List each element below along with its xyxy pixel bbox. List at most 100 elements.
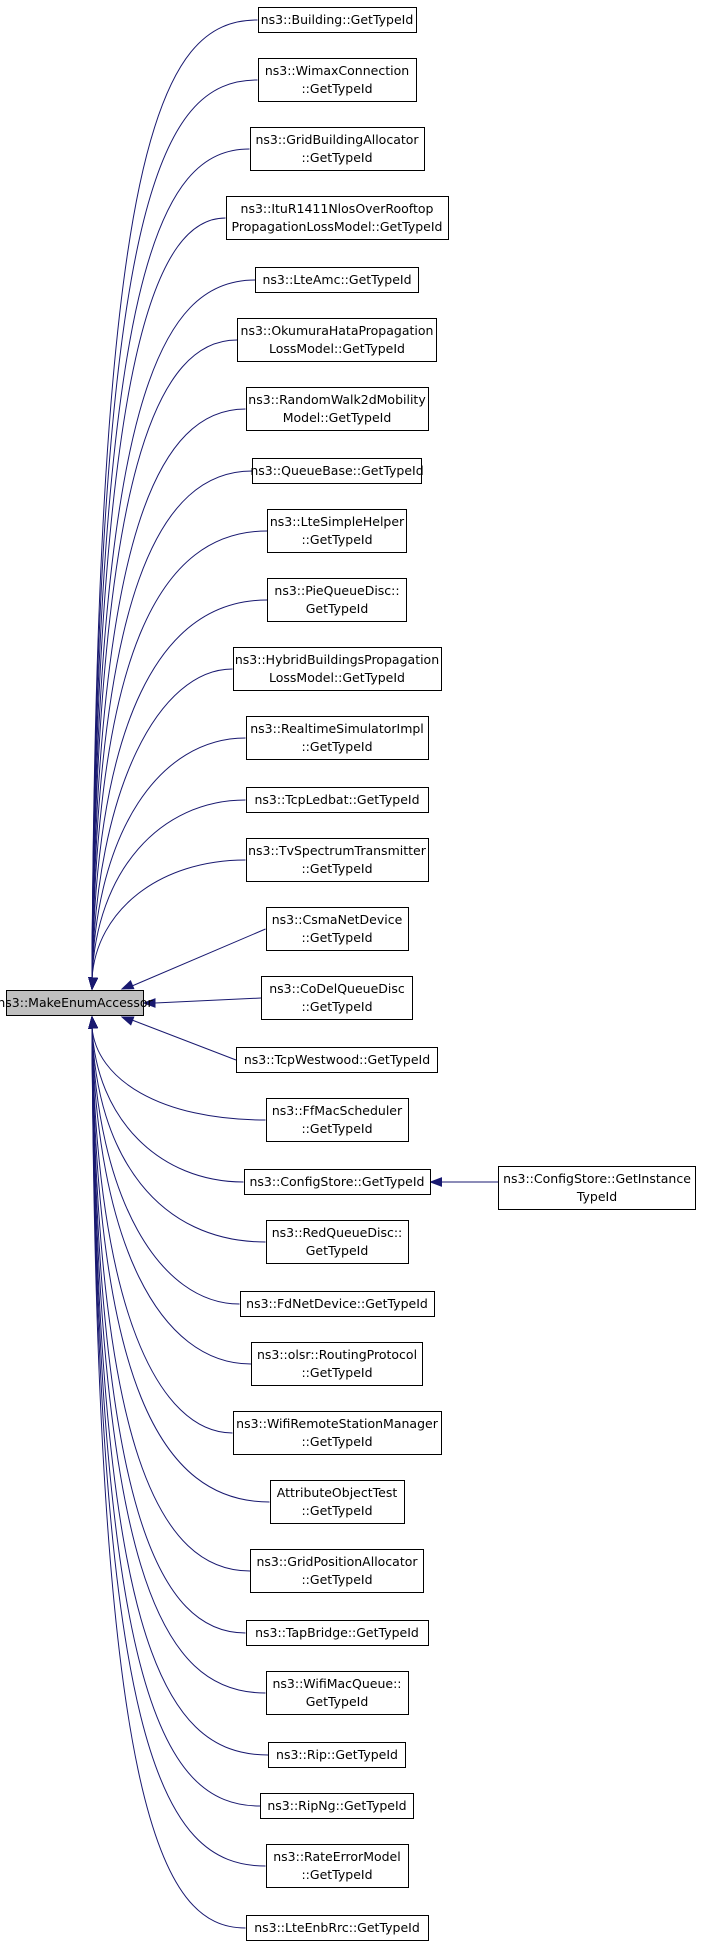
arrowhead-config-store-get-type-id [429,1177,442,1187]
edge-ns3-tcpledbat-gettypeid-to-root [91,799,246,980]
node-label-line: ::GetTypeId [301,861,373,876]
node-label-line: TypeId [576,1189,618,1204]
edge-ns3-ltesimplehelper-gettypeid-to-root [91,530,268,980]
node-label-line: ns3::TapBridge::GetTypeId [255,1625,419,1640]
node-label-line: ns3::ConfigStore::GetInstance [503,1171,691,1186]
caller-node-ns3-wimaxconnection-gettypeid[interactable]: ns3::WimaxConnection::GetTypeId [257,58,417,102]
arrowhead-ns3-tvspectrumtransmitter-gettypeid [88,977,99,991]
arrowhead-ns3-codelqueuedisc-gettypeid [142,998,156,1008]
edge-ns3-rateerrormodel-gettypeid-to-root [91,1026,266,1867]
caller-node-ns3-rateerrormodel-gettypeid[interactable]: ns3::RateErrorModel::GetTypeId [265,1844,409,1888]
node-label-line: ns3::LteAmc::GetTypeId [262,272,412,287]
node-label-line: LossModel::GetTypeId [269,341,405,356]
caller-node-ns3-ripng-gettypeid[interactable]: ns3::RipNg::GetTypeId [260,1793,414,1819]
node-label-line: ns3::RedQueueDisc:: [271,1225,403,1240]
node-label-line: ns3::WifiRemoteStationManager [236,1416,438,1431]
caller-node-ns3-gridbuildingallocator-gettypeid[interactable]: ns3::GridBuildingAllocator::GetTypeId [249,127,425,171]
edge-ns3-ffmacscheduler-gettypeid-to-root [91,1026,266,1121]
node-label-line: ::GetTypeId [301,930,373,945]
caller-node-ns3-csmanetdevice-gettypeid[interactable]: ns3::CsmaNetDevice::GetTypeId [265,907,409,951]
node-label-line: ::GetTypeId [301,532,373,547]
node-label-line: ::GetTypeId [301,1121,373,1136]
node-label-line: ns3::RandomWalk2dMobility [248,392,426,407]
node-label-line: ns3::Rip::GetTypeId [276,1747,398,1762]
caller-node-ns3-realtimesimulatorimpl-gettypeid[interactable]: ns3::RealtimeSimulatorImpl::GetTypeId [245,716,429,760]
edge-ns3-tvspectrumtransmitter-gettypeid-to-root [91,859,246,980]
caller-node-ns3-ltesimplehelper-gettypeid[interactable]: ns3::LteSimpleHelper::GetTypeId [267,509,407,553]
edge-ns3-configstore-gettypeid-to-root [91,1026,244,1183]
node-label-line: ns3::LteSimpleHelper [269,514,405,529]
caller-node-ns3-queuebase-gettypeid[interactable]: ns3::QueueBase::GetTypeId [250,458,424,484]
caller-node-ns3-redqueuedisc-gettypeid[interactable]: ns3::RedQueueDisc::GetTypeId [265,1220,409,1264]
caller-node-ns3-tapbridge-gettypeid[interactable]: ns3::TapBridge::GetTypeId [245,1620,429,1646]
node-label-line: ::GetTypeId [301,1867,373,1882]
node-label-line: GetTypeId [305,601,369,616]
node-label-line: ns3::WifiMacQueue:: [272,1676,402,1691]
node-label-line: ns3::PieQueueDisc:: [274,583,400,598]
node-label-line: GetTypeId [305,1694,369,1709]
node-label-line: ns3::RateErrorModel [273,1849,401,1864]
arrowhead-ns3-lteenbrrc-gettypeid [88,1015,99,1029]
node-label-line: ns3::QueueBase::GetTypeId [250,463,424,478]
node-label-line: ns3::Building::GetTypeId [260,12,414,27]
node-label-line: ns3::GridBuildingAllocator [255,132,419,147]
caller-node-ns3-configstore-gettypeid[interactable]: ns3::ConfigStore::GetTypeId [243,1169,431,1195]
node-label-line: ns3::TcpLedbat::GetTypeId [254,792,420,807]
edge-ns3-csmanetdevice-gettypeid-to-root [131,928,266,987]
caller-node-ns3-lteenbrrc-gettypeid[interactable]: ns3::LteEnbRrc::GetTypeId [245,1915,429,1941]
caller-node-ns3-tcpledbat-gettypeid[interactable]: ns3::TcpLedbat::GetTypeId [245,787,429,813]
node-label-line: ns3::FdNetDevice::GetTypeId [246,1296,428,1311]
caller-node-ns3-olsr-routingprotocol-gettypeid[interactable]: ns3::olsr::RoutingProtocol::GetTypeId [251,1342,423,1386]
node-label-line: ns3::CoDelQueueDisc [269,981,405,996]
node-label-line: ns3::TvSpectrumTransmitter [248,843,426,858]
edge-ns3-randomwalk2dmobilitymodel-gettypeid-to-root [91,408,246,980]
caller-node-ns3-ffmacscheduler-gettypeid[interactable]: ns3::FfMacScheduler::GetTypeId [265,1098,409,1142]
caller-node-attributeobjecttest-gettypeid[interactable]: AttributeObjectTest::GetTypeId [269,1480,405,1524]
node-label-line: ::GetTypeId [301,999,373,1014]
caller-node-ns3-codelqueuedisc-gettypeid[interactable]: ns3::CoDelQueueDisc::GetTypeId [261,976,413,1020]
caller-node-ns3-fdnetdevice-gettypeid[interactable]: ns3::FdNetDevice::GetTypeId [239,1291,435,1317]
node-label-line: ::GetTypeId [301,1503,373,1518]
edge-ns3-building-gettypeid-to-root [91,19,258,980]
node-label-line: ns3::GridPositionAllocator [256,1554,418,1569]
node-label-line: ::GetTypeId [301,1365,373,1380]
edge-ns3-rip-gettypeid-to-root [91,1026,269,1756]
arrowhead-ns3-tcpwestwood-gettypeid [120,1016,135,1026]
node-label-line: ns3::FfMacScheduler [271,1103,403,1118]
caller-node-ns3-wifimacqueue-gettypeid[interactable]: ns3::WifiMacQueue::GetTypeId [265,1671,409,1715]
edge-ns3-fdnetdevice-gettypeid-to-root [91,1026,240,1305]
caller-node-ns3-lteamc-gettypeid[interactable]: ns3::LteAmc::GetTypeId [255,267,419,293]
arrowhead-ns3-csmanetdevice-gettypeid [120,980,135,990]
node-label-line: GetTypeId [305,1243,369,1258]
edge-ns3-wifiremotestationmanager-gettypeid-to-root [91,1026,233,1434]
edge-ns3-lteenbrrc-gettypeid-to-root [91,1026,246,1929]
edge-ns3-itur1411nlosoverrooftoppropagationlossmodel-gettypeid-to-root [91,217,226,980]
caller-node-ns3-wifiremotestationmanager-gettypeid[interactable]: ns3::WifiRemoteStationManager::GetTypeId [232,1411,442,1455]
node-label-line: ::GetTypeId [301,81,373,96]
caller-node-ns3-rip-gettypeid[interactable]: ns3::Rip::GetTypeId [268,1742,406,1768]
caller-node-ns3-tvspectrumtransmitter-gettypeid[interactable]: ns3::TvSpectrumTransmitter::GetTypeId [245,838,429,882]
node-label-line: ns3::MakeEnumAccessor [0,995,153,1010]
node-label-line: ::GetTypeId [301,150,373,165]
caller-node-ns3-piequeuedisc-gettypeid[interactable]: ns3::PieQueueDisc::GetTypeId [267,578,407,622]
node-label-line: ns3::LteEnbRrc::GetTypeId [254,1920,420,1935]
node-label-line: ns3::RealtimeSimulatorImpl [250,721,424,736]
node-label-line: ns3::OkumuraHataPropagation [240,323,434,338]
node-label-line: ns3::HybridBuildingsPropagation [234,652,440,667]
caller-node-ns3-gridpositionallocator-gettypeid[interactable]: ns3::GridPositionAllocator::GetTypeId [250,1549,424,1593]
caller-node-ns3-tcpwestwood-gettypeid[interactable]: ns3::TcpWestwood::GetTypeId [236,1047,438,1073]
node-label-line: AttributeObjectTest [276,1485,398,1500]
edge-attributeobjecttest-gettypeid-to-root [91,1026,270,1503]
edge-ns3-olsr-routingprotocol-gettypeid-to-root [91,1026,252,1365]
node-label-line: ::GetTypeId [301,1434,373,1449]
caller-node-ns3-building-gettypeid[interactable]: ns3::Building::GetTypeId [257,7,417,33]
node-label-line: ns3::olsr::RoutingProtocol [256,1347,418,1362]
edge-ns3-gridpositionallocator-gettypeid-to-root [91,1026,251,1572]
node-label-line: ns3::RipNg::GetTypeId [267,1798,407,1813]
node-label-line: Model::GetTypeId [282,410,392,425]
